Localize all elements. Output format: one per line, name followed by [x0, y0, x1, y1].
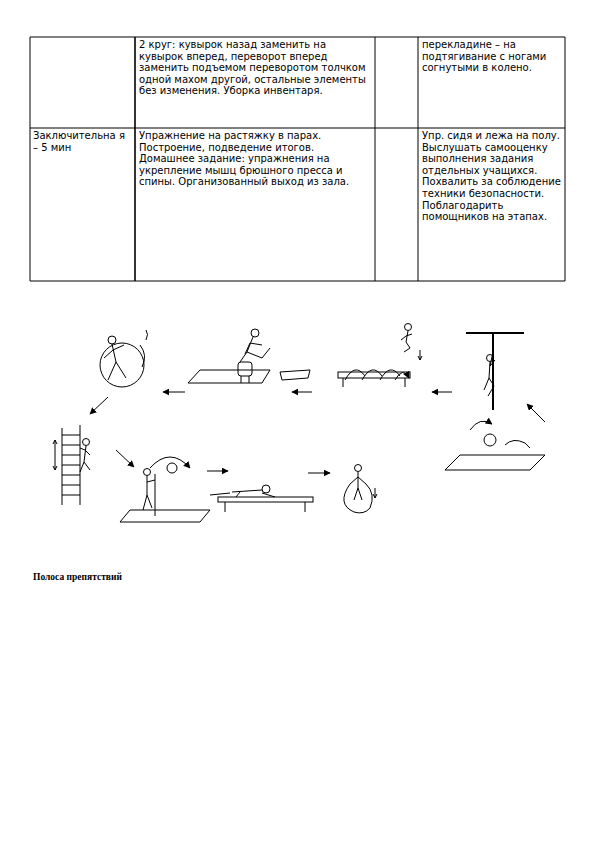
table-cell: Заключительна я – 5 мин [33, 130, 131, 153]
figure-caption: Полоса препятствий [33, 572, 283, 583]
table-cell: перекладине – на подтягивание с ногами с… [422, 39, 562, 74]
table-cell: Упражнение на растяжку в парах. Построен… [139, 130, 372, 188]
table-cell: 2 круг: кувырок назад заменить на кувыро… [139, 39, 372, 97]
obstacle-course [53, 324, 545, 523]
table-cell: Упр. сидя и лежа на полу. Выслушать само… [422, 130, 562, 223]
table-grid [30, 37, 565, 281]
